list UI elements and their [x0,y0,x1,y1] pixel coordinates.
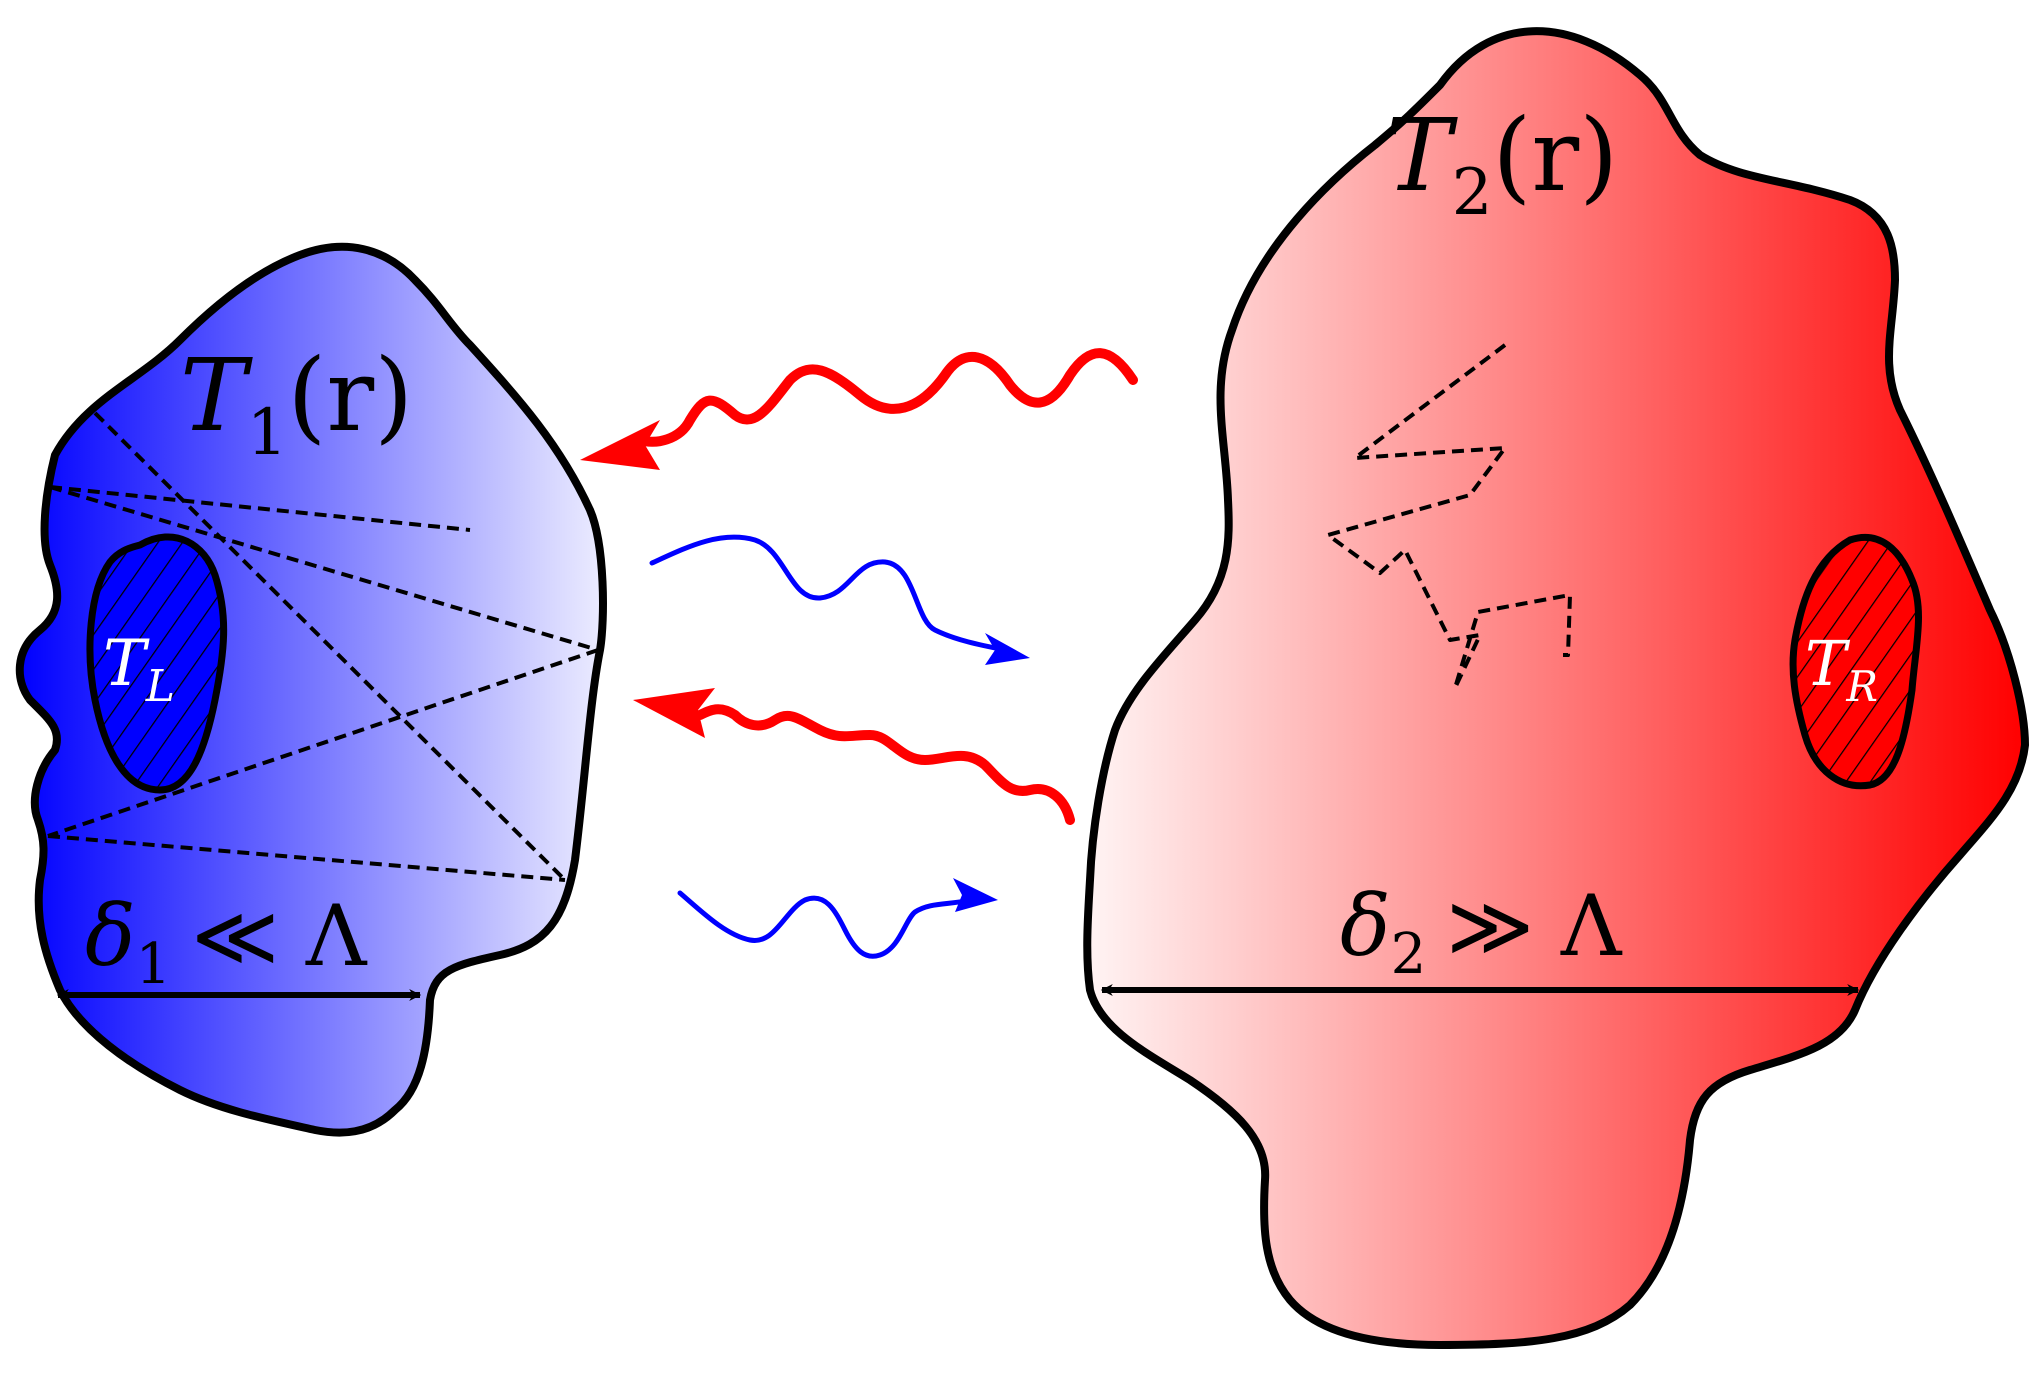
hot-wave-bottom [695,704,1075,825]
hot-wave-top [635,348,1138,447]
ray-line [93,411,567,882]
left-body: TL T1(r) δ1≪ Λ [15,242,607,1137]
left-reservoir-label: TL [103,627,175,712]
ray-line [49,485,599,652]
left-size-label: δ1≪ Λ [85,887,368,997]
right-body: TR T2(r) δ2≫ Λ [1083,27,2029,1349]
left-body-label: T1(r) [180,337,413,470]
hot-wave-bottom-arrowhead [633,688,715,738]
left-ray-paths [47,411,599,882]
random-walk-path [1326,343,1572,690]
left-reservoir-hatch [90,536,224,790]
right-size-label: δ2≫ Λ [1340,877,1623,987]
ray-line [47,834,566,882]
left-body-shape [15,242,607,1137]
ray-line [47,648,599,838]
hot-wave-top-arrowhead [580,420,660,470]
left-reservoir-outline [86,533,228,794]
left-reservoir: TL [86,533,228,794]
right-body-label: T2(r) [1385,97,1618,230]
right-reservoir-label: TR [1805,627,1878,711]
right-reservoir-outline [1789,533,1922,790]
ray-line [49,485,471,532]
cold-wave-top-arrowhead [985,633,1030,665]
radiation-waves [580,348,1138,959]
cold-wave-bottom [677,890,973,959]
right-reservoir: TR [1789,533,1922,790]
cold-wave-top [649,534,1008,653]
cold-wave-bottom-arrowhead [953,878,998,912]
right-body-shape [1083,27,2029,1349]
right-reservoir-hatch [1793,537,1919,786]
